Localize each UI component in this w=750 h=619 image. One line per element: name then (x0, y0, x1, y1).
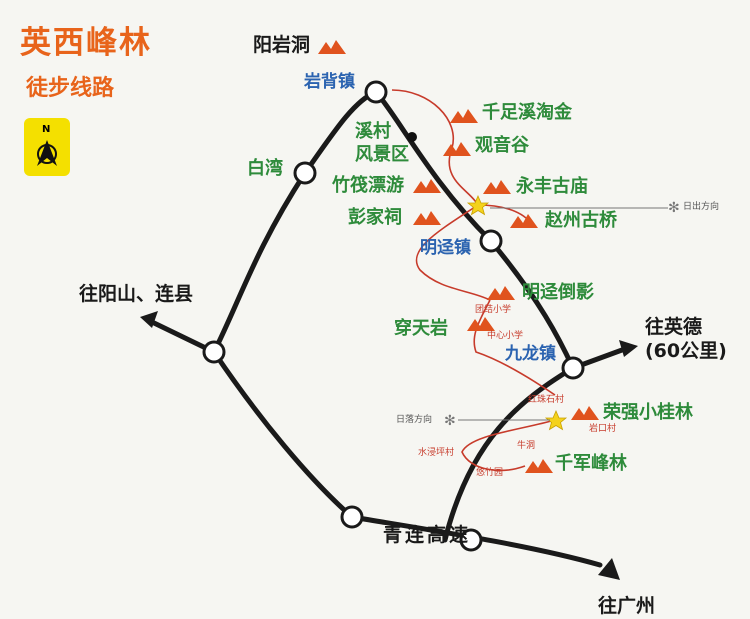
mountain-icon (510, 214, 538, 228)
label-yangshan: 往阳山、连县 (79, 283, 194, 305)
label-shuijin: 水浸坪村 (418, 448, 455, 458)
sunrise-star-icon (466, 194, 490, 216)
label-yongfeng: 永丰古庙 (516, 176, 588, 197)
label-jiulongzhen: 九龙镇 (505, 344, 556, 364)
label-zhaozhou: 赵州古桥 (545, 210, 617, 231)
junction-marker (202, 340, 226, 364)
label-youzhuyuan: 悠竹园 (476, 468, 504, 478)
mountain-icon (413, 179, 441, 193)
sunrise-asterisk-icon: ✻ (668, 200, 680, 216)
label-zhongxin: 中心小学 (487, 331, 524, 341)
label-yankou: 岩口村 (589, 424, 617, 434)
label-fengjingqu: 风景区 (355, 144, 409, 165)
label-mingjingdaoying: 明迳倒影 (522, 282, 594, 303)
arrow-guangzhou-icon (598, 558, 620, 580)
arrow-west-icon (140, 311, 158, 328)
label-pengjiaci: 彭家祠 (348, 207, 402, 228)
label-guangzhou: 往广州 (598, 595, 656, 617)
trail-middle (473, 299, 556, 396)
town-markers (202, 80, 585, 552)
mountain-icon (413, 211, 441, 225)
highway-exit-marker (459, 528, 483, 552)
yanbeizhen-marker (364, 80, 388, 104)
label-qianjun: 千军峰林 (555, 453, 627, 474)
label-hongzhu: 红珠石村 (528, 395, 565, 405)
road-southwest (211, 349, 355, 520)
mountain-icon (487, 286, 515, 300)
sun-direction-lines (458, 207, 668, 421)
label-qinglian: 青连高速 (383, 524, 472, 546)
compass-letter: N (42, 124, 51, 135)
label-riluo: 日落方向 (396, 415, 433, 425)
label-xicun: 溪村 (355, 121, 391, 142)
label-yangyandong: 阳岩洞 (253, 34, 311, 56)
label-chuantianyan: 穿天岩 (394, 318, 448, 339)
sunset-asterisk-icon: ✻ (444, 413, 456, 429)
mountain-icon (571, 406, 599, 420)
mountain-icon (450, 109, 478, 123)
mountain-icons (318, 40, 599, 473)
label-niudong: 牛洞 (517, 441, 536, 451)
label-richu: 日出方向 (683, 202, 720, 212)
mountain-icon (525, 459, 553, 473)
label-qianzuxi: 千足溪淘金 (482, 102, 572, 123)
xicun-dot (407, 132, 417, 142)
baiwan-marker (293, 161, 317, 185)
road-baiwan (211, 89, 379, 355)
map-subtitle: 徒步线路 (26, 76, 115, 101)
sunset-star-icon (544, 409, 568, 431)
jiulongzhen-marker (561, 356, 585, 380)
label-guanyingu: 观音谷 (475, 135, 529, 156)
mountain-icon (483, 180, 511, 194)
mountain-icon (467, 317, 495, 331)
trail-west (415, 204, 491, 301)
compass-icon (24, 118, 70, 176)
label-yanbeizhen: 岩背镇 (304, 72, 355, 92)
road-south (442, 365, 576, 543)
mountain-icon (318, 40, 346, 54)
mountain-icon (443, 142, 471, 156)
label-yingde: 往英德 (645, 316, 703, 338)
label-rongqiang: 荣强小桂林 (603, 402, 693, 423)
label-baiwan: 白湾 (247, 158, 283, 179)
label-mingjingzhen: 明迳镇 (420, 238, 471, 258)
trail-south (461, 419, 556, 472)
highway-marker (340, 505, 364, 529)
arrow-yingde-icon (619, 340, 638, 357)
label-zhufa: 竹筏漂游 (332, 175, 404, 196)
label-tuanjie: 团结小学 (475, 305, 512, 315)
map-title: 英西峰林 (20, 25, 152, 61)
mingjingzhen-marker (479, 229, 503, 253)
label-yingde-dist: (60公里) (645, 340, 727, 362)
